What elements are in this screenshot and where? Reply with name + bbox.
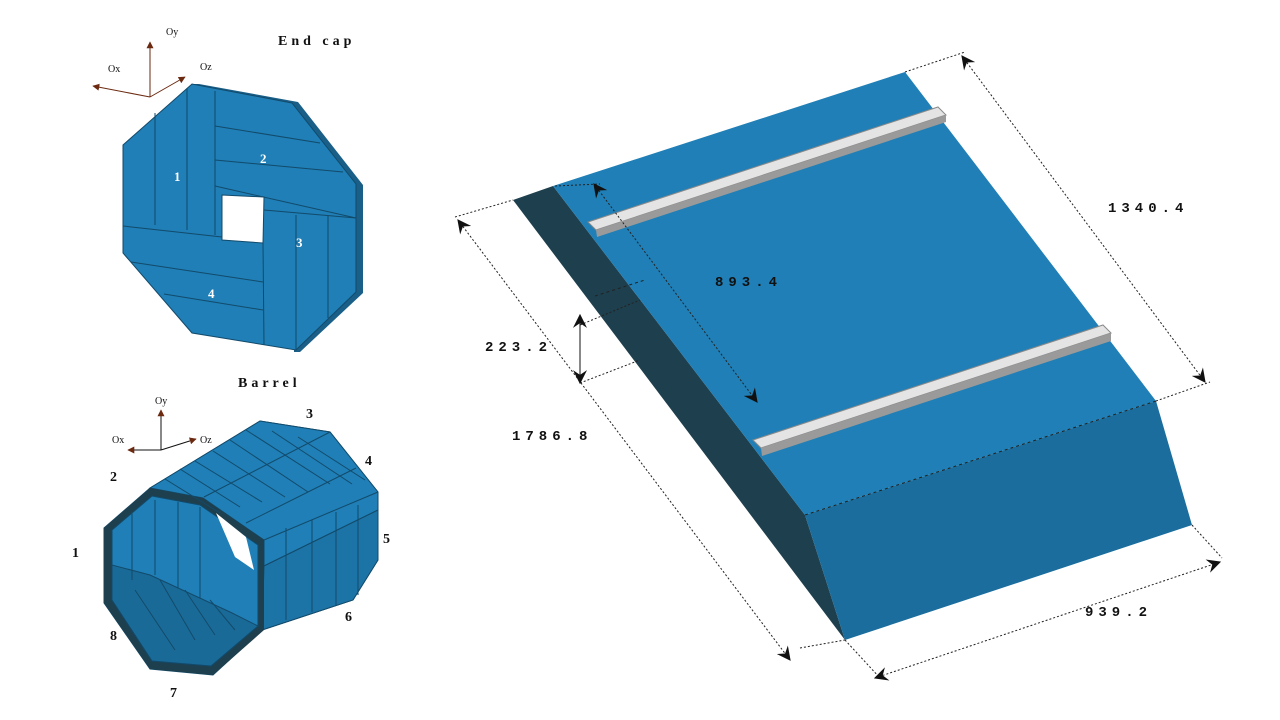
barrel-panel-lines <box>131 429 379 651</box>
barrel-label-5: 5 <box>383 532 390 547</box>
barrel-view: Barrel Oy Ox Oz <box>72 376 390 701</box>
barrel-y-label: Oy <box>155 396 167 407</box>
barrel-inner-floor <box>111 564 259 667</box>
dim-length-bottom: 1786.8 <box>512 429 592 445</box>
barrel-label-8: 8 <box>110 629 117 644</box>
barrel-label-4: 4 <box>365 454 372 469</box>
endcap-title: End cap <box>278 34 355 49</box>
barrel-shape: 3 4 5 6 7 8 1 2 <box>72 407 390 701</box>
dim-spacing: 893.4 <box>715 275 782 291</box>
endcap-x-axis <box>92 83 151 98</box>
endcap-label-1: 1 <box>174 169 181 184</box>
endcap-axes: Oy Ox Oz <box>92 27 212 98</box>
dim-width: 939.2 <box>1085 605 1152 621</box>
endcap-x-label: Ox <box>108 64 120 75</box>
barrel-label-1: 1 <box>72 546 79 561</box>
module-dimension-lines <box>457 55 1222 681</box>
endcap-y-label: Oy <box>166 27 178 38</box>
endcap-hole <box>221 194 265 244</box>
barrel-label-6: 6 <box>345 610 352 625</box>
endcap-view: End cap Oy Ox Oz <box>92 27 363 352</box>
barrel-x-label: Ox <box>112 435 124 446</box>
dim-line-width <box>873 559 1222 681</box>
barrel-label-2: 2 <box>110 470 117 485</box>
barrel-z-axis <box>160 437 197 451</box>
barrel-title: Barrel <box>238 376 301 391</box>
barrel-z-label: Oz <box>200 435 212 446</box>
endcap-label-4: 4 <box>208 286 215 301</box>
barrel-label-3: 3 <box>306 407 313 422</box>
endcap-label-3: 3 <box>296 235 303 250</box>
endcap-z-label: Oz <box>200 62 212 73</box>
endcap-shape: 1 2 3 4 <box>122 83 363 352</box>
barrel-through-hole <box>216 513 254 570</box>
barrel-axes: Oy Ox Oz <box>112 396 212 454</box>
endcap-label-2: 2 <box>260 151 267 166</box>
module-view: 1340.4 893.4 223.2 1786.8 939.2 <box>454 51 1223 681</box>
endcap-z-axis <box>149 76 186 98</box>
dim-height: 223.2 <box>485 340 552 356</box>
dim-length-top: 1340.4 <box>1108 201 1188 217</box>
module-top-face <box>553 72 1156 515</box>
barrel-label-7: 7 <box>170 686 177 701</box>
endcap-panel-lines <box>122 88 357 350</box>
